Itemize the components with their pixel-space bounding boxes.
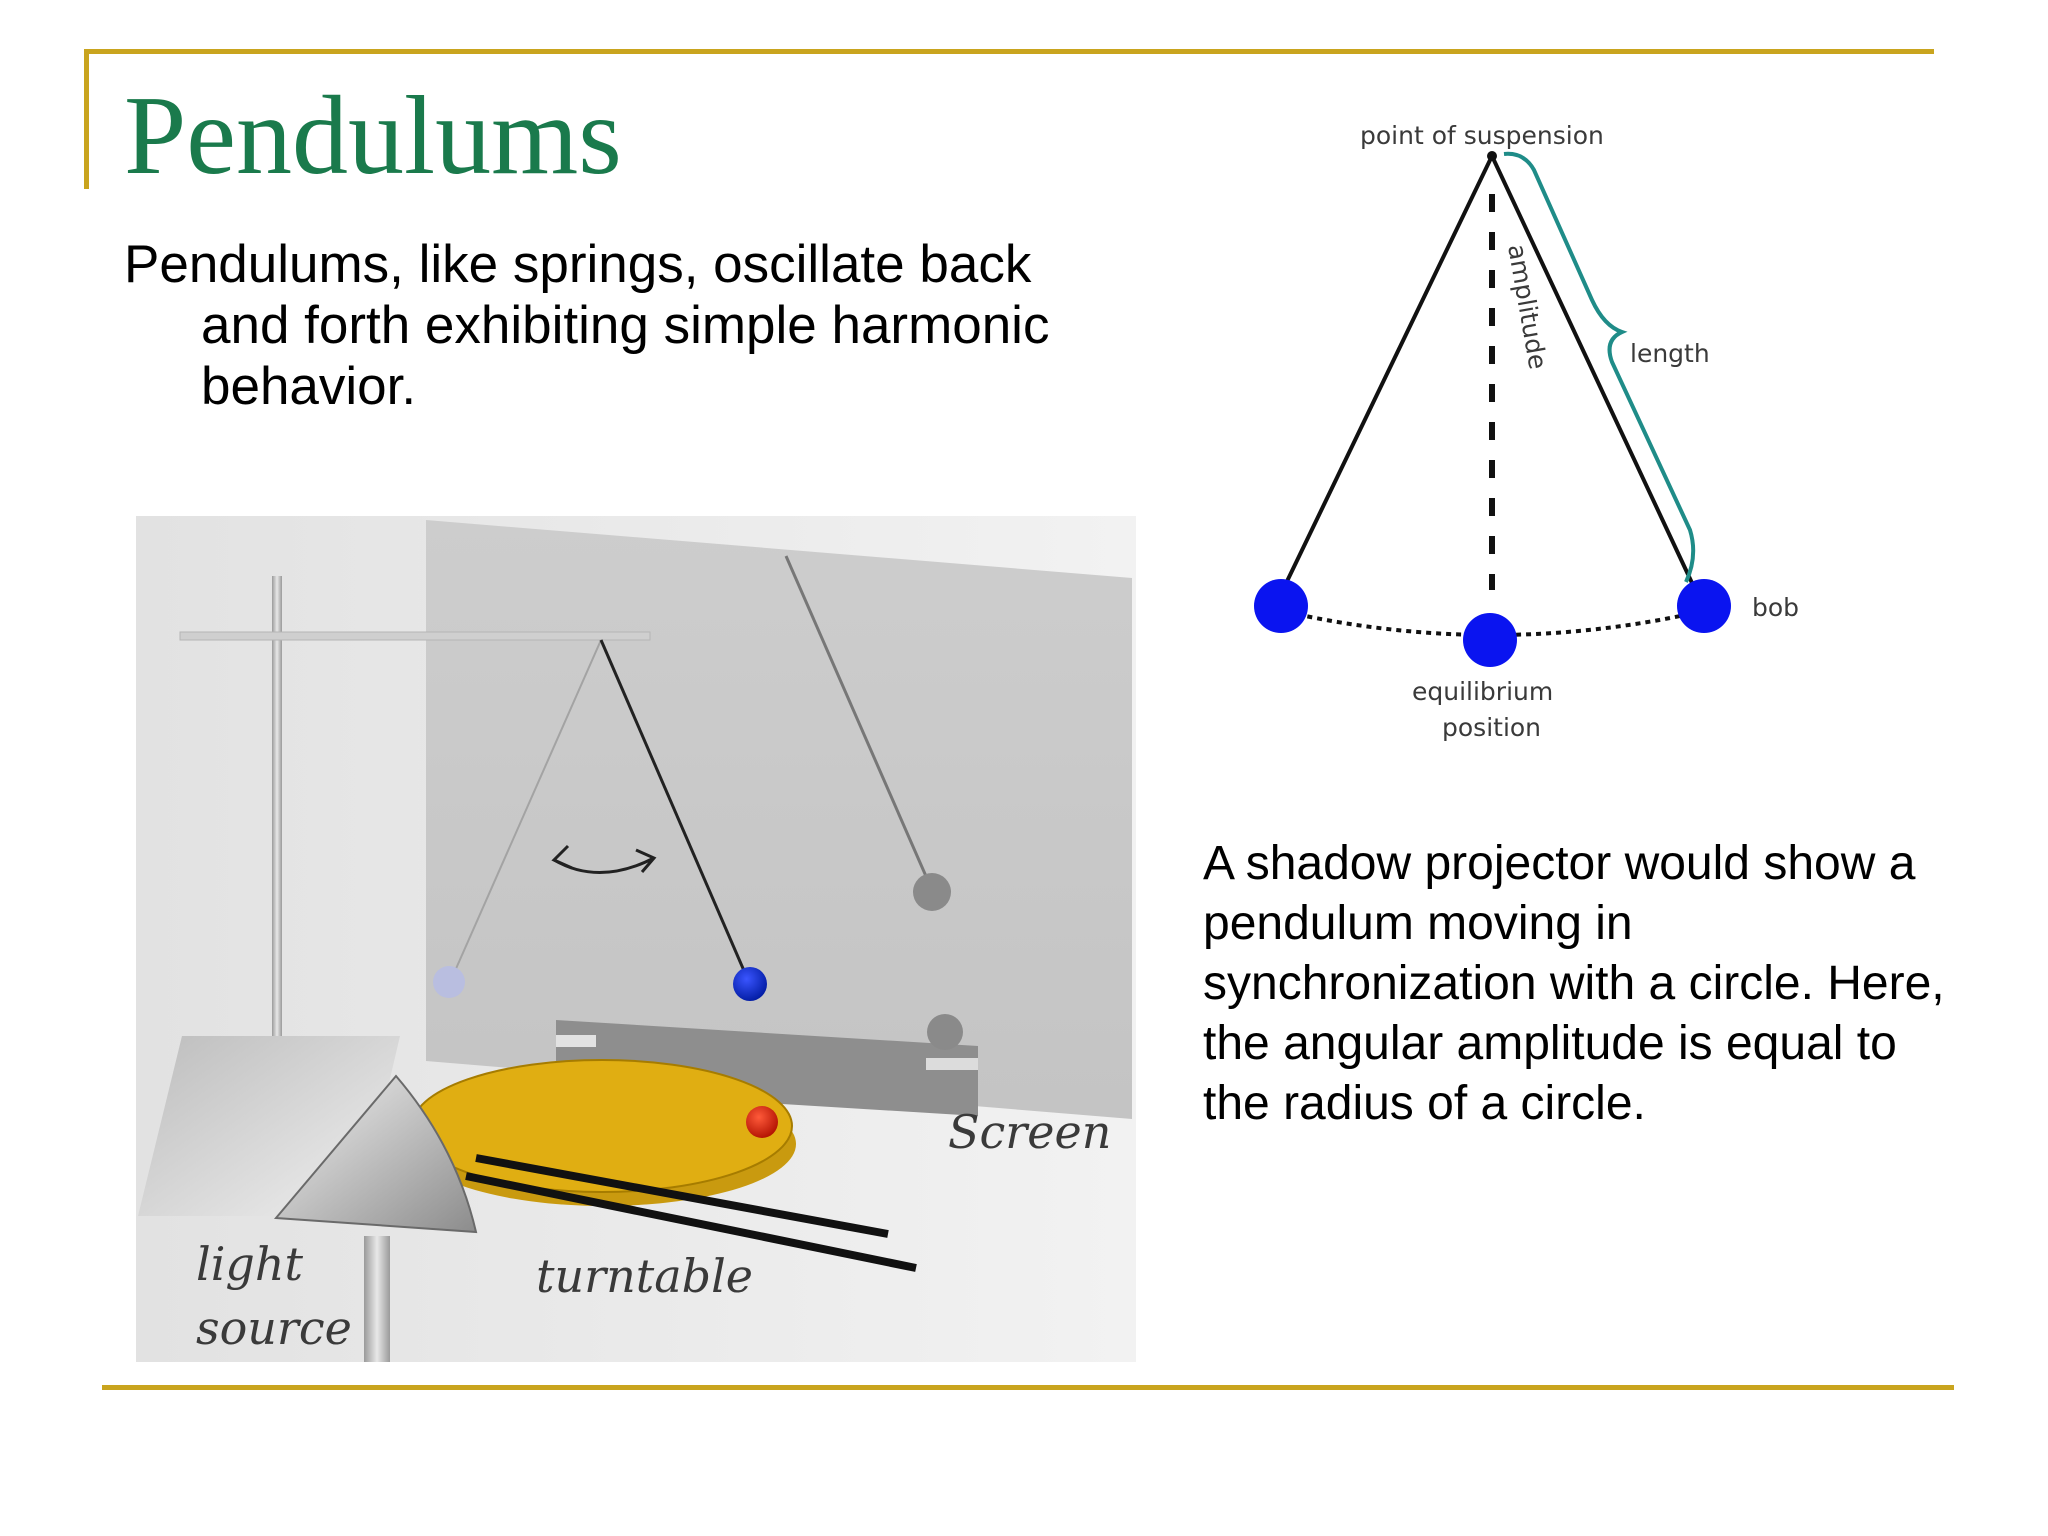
turntable-arm-2 [475, 1154, 889, 1238]
label-bob: bob [1752, 593, 1799, 622]
bullet-text: Pendulums, like springs, oscillate back … [124, 235, 1050, 416]
bob-right [1677, 579, 1731, 633]
pendulum-string [599, 639, 750, 981]
slide-title: Pendulums [124, 74, 622, 198]
pendulum-left-string [1276, 155, 1494, 601]
label-screen: Screen [948, 1105, 1111, 1159]
label-source: source [196, 1301, 352, 1355]
projection-screen [426, 520, 1132, 1119]
stand-crossbar [179, 631, 651, 641]
label-amplitude: amplitude [1502, 242, 1552, 371]
light-source-post [364, 1236, 390, 1362]
caption-text: A shadow projector would show a pendulum… [1203, 837, 1945, 1130]
pendulum-bob [733, 967, 767, 1001]
left-accent-rule [84, 49, 89, 189]
bob-equilibrium [1463, 613, 1517, 667]
light-source-prism [273, 1074, 478, 1234]
turntable [411, 1059, 793, 1193]
bottom-accent-rule [102, 1385, 1954, 1390]
top-accent-rule [84, 49, 1934, 54]
pendulum-diagram: point of suspension amplitude length bob… [1254, 121, 1799, 742]
shadow-pendulum-string [784, 555, 934, 891]
label-turntable: turntable [536, 1249, 753, 1303]
label-light: light [196, 1237, 303, 1291]
shadow-projector-figure: Screen light source turntable [136, 516, 1136, 1362]
turntable-ball [746, 1106, 778, 1138]
label-point-of-suspension: point of suspension [1360, 121, 1604, 150]
turntable-arm [465, 1172, 917, 1272]
label-equilibrium: equilibrium [1412, 677, 1553, 706]
pendulum-right-string [1490, 155, 1702, 601]
label-length: length [1630, 339, 1710, 368]
bob-left [1254, 579, 1308, 633]
label-position: position [1442, 713, 1541, 742]
shadow-ball [927, 1014, 963, 1050]
stand-pole [272, 576, 282, 1116]
swing-arc [1277, 608, 1709, 637]
length-bracket [1503, 151, 1696, 583]
pendulum-ghost-bob [433, 966, 465, 998]
shadow-pendulum-bob [913, 873, 951, 911]
pendulum-ghost-string [450, 639, 602, 981]
